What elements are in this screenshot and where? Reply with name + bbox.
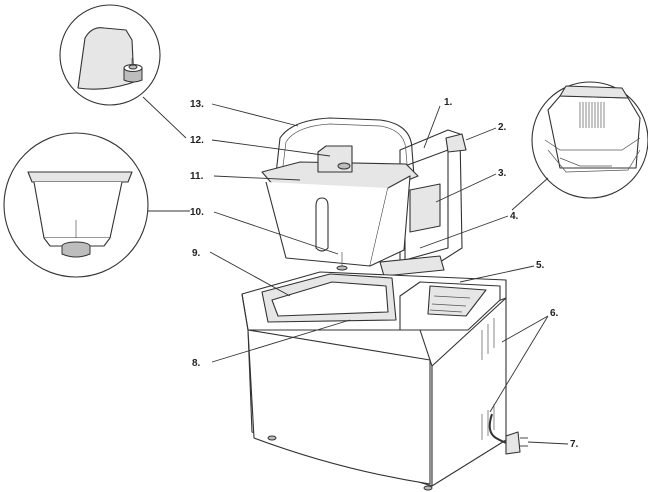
- callout-4: 4.: [510, 211, 519, 222]
- inset-lid-vent: [531, 81, 648, 199]
- callout-7: 7.: [570, 439, 579, 450]
- callout-6: 6.: [550, 308, 559, 319]
- callout-9: 9.: [192, 248, 201, 259]
- callout-1: 1.: [444, 97, 453, 108]
- callout-3: 3.: [498, 168, 507, 179]
- callout-11: 11.: [190, 171, 204, 182]
- machine-body: [241, 129, 507, 491]
- power-cord: [488, 413, 528, 455]
- baking-pan: [261, 117, 419, 271]
- inset-baking-pan: [3, 132, 149, 278]
- callout-2: 2.: [498, 122, 507, 133]
- callout-13: 13.: [190, 99, 204, 110]
- inset-kneading-paddle: [59, 4, 161, 106]
- leader-lines: [209, 103, 569, 445]
- callout-12: 12.: [190, 135, 204, 146]
- callout-10: 10.: [190, 207, 204, 218]
- callout-8: 8.: [192, 358, 201, 369]
- callout-5: 5.: [536, 260, 545, 271]
